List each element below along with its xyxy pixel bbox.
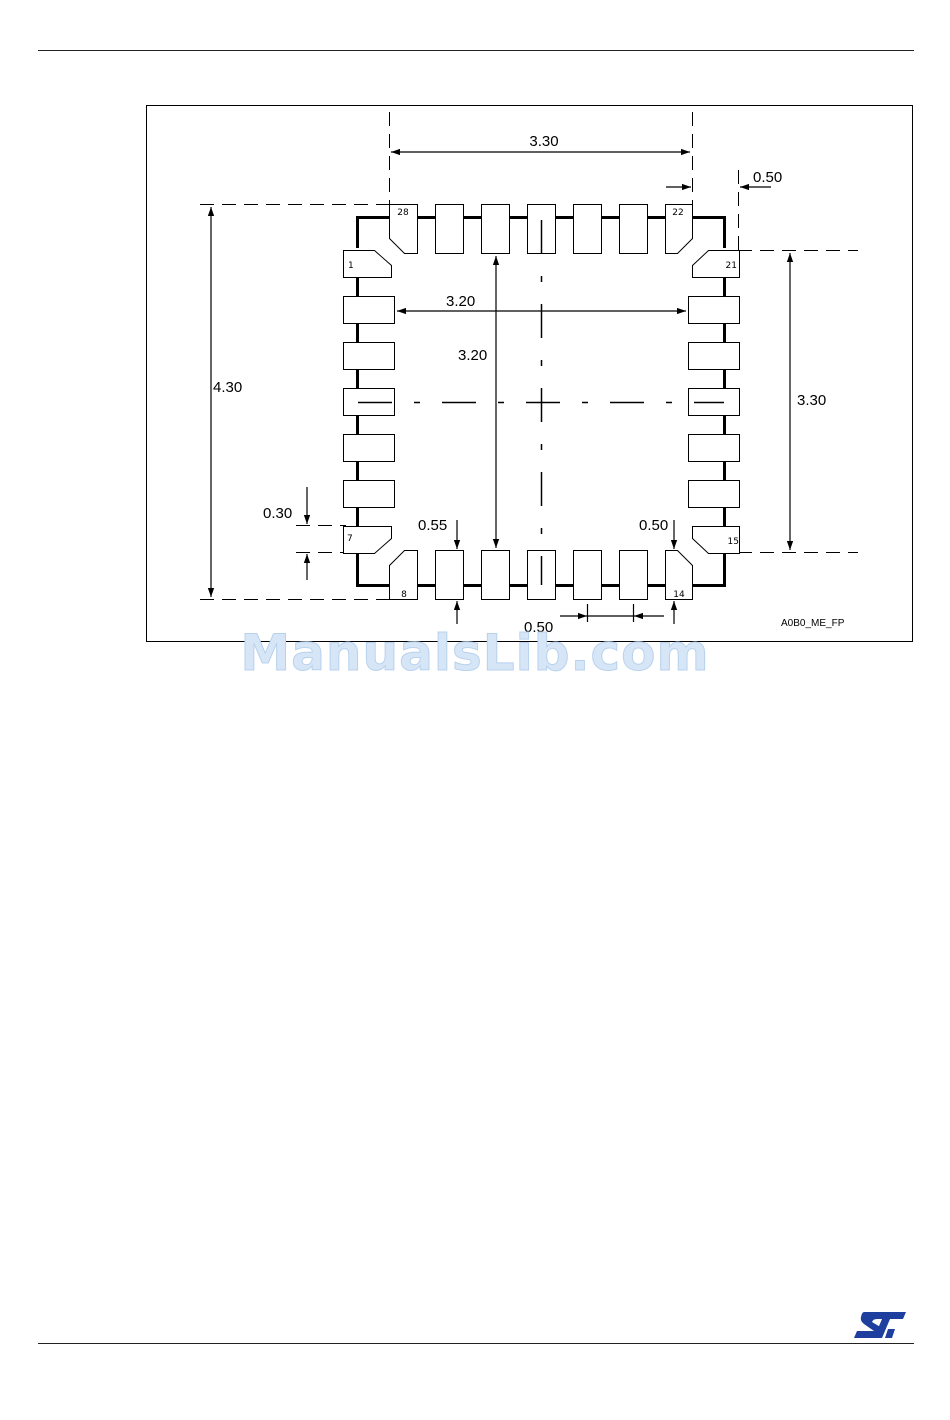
st-logo-icon	[852, 1310, 908, 1345]
pin-numbers: 28 22 1 21 7 15 8 14	[347, 208, 739, 600]
pad-bottom	[620, 551, 648, 600]
dim-pad-width: 0.30	[263, 505, 292, 522]
dim-inner-vertical: 3.20	[458, 347, 487, 364]
dimension-labels: 3.30 0.50 3.20 3.20 4.30 3.30 0.30 0.55 …	[213, 133, 826, 636]
dim-pad-length-left: 0.55	[418, 517, 447, 534]
pin-number-28: 28	[397, 208, 409, 218]
pad-right	[689, 435, 740, 462]
pin-number-15: 15	[728, 537, 739, 547]
pad-left	[344, 481, 395, 508]
pad-bottom	[482, 551, 510, 600]
dim-pad-length-right: 0.50	[639, 517, 668, 534]
pad-top	[574, 205, 602, 254]
pad-left	[344, 343, 395, 370]
dim-right-height: 3.30	[797, 392, 826, 409]
dim-outer-height: 4.30	[213, 379, 242, 396]
center-lines	[358, 220, 724, 585]
pad-left	[344, 435, 395, 462]
pad-top	[482, 205, 510, 254]
dim-pitch-top: 0.50	[753, 169, 782, 186]
pad-right	[689, 481, 740, 508]
pin-number-21: 21	[726, 261, 737, 271]
pad-right	[689, 343, 740, 370]
pad-right	[689, 297, 740, 324]
dim-top-width: 3.30	[529, 133, 558, 150]
pad-top	[620, 205, 648, 254]
pin-number-14: 14	[673, 590, 685, 600]
dim-pitch-bottom: 0.50	[524, 619, 553, 636]
pad-top	[436, 205, 464, 254]
pin-number-8: 8	[401, 590, 407, 600]
pad-bottom	[574, 551, 602, 600]
footer-rule	[38, 1343, 914, 1344]
pad-left	[344, 297, 395, 324]
dim-inner-horizontal: 3.20	[446, 293, 475, 310]
pin-number-1: 1	[348, 261, 354, 271]
pin-number-7: 7	[347, 534, 353, 544]
pin-number-22: 22	[672, 208, 683, 218]
pad-bottom	[436, 551, 464, 600]
figure-code: A0B0_ME_FP	[781, 618, 845, 629]
